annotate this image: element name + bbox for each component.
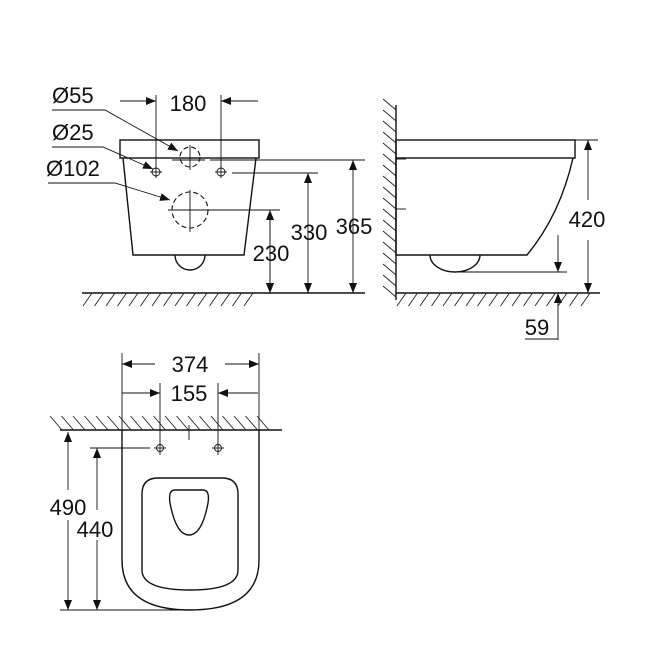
hatch-line (105, 292, 116, 307)
outlet-side (429, 254, 481, 273)
hatch-line (197, 292, 208, 307)
hatch-line (382, 208, 397, 221)
dim-180: 180 (170, 91, 207, 116)
hatch-line (140, 292, 150, 307)
hatch-line (84, 415, 97, 431)
label-d102: Ø102 (46, 156, 100, 181)
hatch-line (431, 292, 441, 307)
hatch-line (163, 292, 173, 307)
dim-155: 155 (171, 381, 208, 406)
hatch-line (523, 292, 533, 307)
hatch-line (382, 164, 397, 177)
hatch-line (245, 415, 258, 431)
hatch-line (534, 292, 545, 307)
rim-side (395, 139, 576, 159)
dim-330: 330 (291, 220, 328, 245)
hatch-line (488, 292, 499, 307)
hatch-line (419, 292, 430, 307)
hatch-line (164, 415, 178, 431)
hatch-line (546, 292, 556, 307)
hatch-line (243, 292, 254, 307)
hatch-line (222, 415, 235, 431)
hatch-line (557, 292, 568, 307)
hatch-line (569, 292, 579, 307)
hatch-line (130, 415, 143, 431)
hatch-line (382, 252, 397, 265)
hatch-line (382, 98, 397, 111)
floor-hatching (82, 292, 254, 307)
hatch-line (107, 415, 120, 431)
hatch-line (128, 292, 139, 307)
hatch-line (382, 274, 397, 287)
dim-374: 374 (172, 352, 209, 377)
hatch-line (382, 285, 397, 298)
dim-59: 59 (525, 315, 549, 340)
hatch-line (382, 153, 397, 166)
rim (119, 139, 260, 159)
dim-490: 490 (50, 495, 87, 520)
dim-230: 230 (253, 241, 290, 266)
hatch-line (465, 292, 476, 307)
hatch-line (382, 219, 397, 232)
hatch-line (174, 292, 185, 307)
outlet (174, 254, 206, 271)
hatch-line (153, 415, 166, 431)
hatch-line (382, 142, 397, 155)
front-view: 180 Ø55 Ø25 Ø102 230 330 365 (46, 83, 373, 307)
hatch-line (187, 415, 201, 431)
hatch-line (94, 292, 104, 307)
hatch-line (382, 263, 397, 276)
hatch-line (176, 415, 189, 431)
hatch-line (199, 415, 212, 431)
hatch-line (61, 415, 74, 431)
hatch-line (382, 241, 397, 254)
hatch-line (118, 415, 132, 431)
hatch-line (382, 197, 397, 210)
top-view: 374 155 490 440 (49, 352, 282, 611)
hatch-line (454, 292, 464, 307)
hatch-line (580, 292, 591, 307)
hatch-line (511, 292, 522, 307)
hatch-line (210, 415, 224, 431)
hatch-line (396, 292, 407, 307)
hatch-line (95, 415, 109, 431)
dim-365: 365 (336, 214, 373, 239)
label-d25: Ø25 (52, 120, 94, 145)
hatch-line (151, 292, 162, 307)
hatch-line (382, 175, 397, 188)
bowl-opening (168, 489, 210, 536)
dim-440: 440 (77, 517, 114, 542)
hatch-line (209, 292, 219, 307)
hatch-line (220, 292, 231, 307)
hatch-line (49, 415, 63, 431)
hatch-line (232, 292, 242, 307)
label-d55: Ø55 (52, 83, 94, 108)
seat-inner (141, 477, 239, 591)
hatch-line (382, 186, 397, 199)
hole-55 (179, 146, 201, 168)
hatch-line (382, 230, 397, 243)
hatch-line (477, 292, 487, 307)
hatch-line (82, 292, 93, 307)
hatch-line (233, 415, 247, 431)
hatch-line (442, 292, 453, 307)
hatch-line (408, 292, 418, 307)
hatch-line (72, 415, 86, 431)
hatch-line (141, 415, 155, 431)
bowl-body (122, 157, 257, 256)
side-view: 420 59 (382, 98, 606, 340)
dim-420: 420 (569, 207, 606, 232)
hatch-line (117, 292, 127, 307)
hatch-line (382, 109, 397, 122)
hatch-line (500, 292, 510, 307)
hatch-line (382, 131, 397, 144)
hatch-line (382, 120, 397, 133)
bowl-side (395, 157, 574, 256)
hatch-line (186, 292, 196, 307)
